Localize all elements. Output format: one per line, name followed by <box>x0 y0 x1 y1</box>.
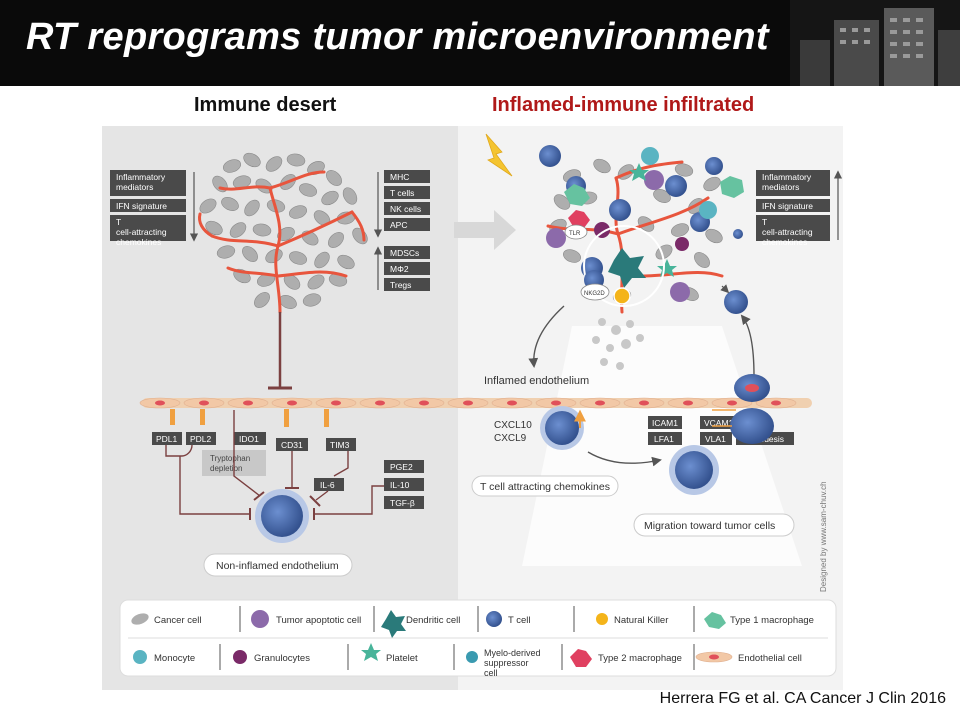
legend: Cancer cell Tumor apoptotic cell Dendrit… <box>119 599 837 678</box>
inflamed-endothelium-label: Inflamed endothelium <box>484 375 589 387</box>
label-tim3: TIM3 <box>330 440 350 450</box>
label-tgfb: TGF-β <box>390 498 415 508</box>
label-pdl1: PDL1 <box>156 434 178 444</box>
natural-killer-icon <box>613 287 631 305</box>
label-mdscs: MDSCs <box>390 248 419 258</box>
label-ido1: IDO1 <box>239 434 259 444</box>
endothelium-layer <box>139 397 812 409</box>
type2-macrophage-icon <box>570 649 592 667</box>
nkg2d-label: NKG2D <box>584 291 605 297</box>
radiation-lightning-icon <box>485 133 513 177</box>
label-t-cells: T cells <box>390 188 414 198</box>
inflamed-tumor: TLR NKG2D <box>539 145 748 370</box>
legend-platelet: Platelet <box>386 653 418 664</box>
legend-monocyte: Monocyte <box>154 653 195 664</box>
label-vcam1: VCAM1 <box>704 418 734 428</box>
legend-tcell-icon <box>486 611 502 627</box>
legend-type2-macrophage: Type 2 macrophage <box>598 653 682 664</box>
label-pge2: PGE2 <box>390 462 413 472</box>
label-tregs: Tregs <box>390 280 411 290</box>
slide-title: RT reprograms tumor microenvironment <box>26 16 769 58</box>
label-lfa1: LFA1 <box>654 434 674 444</box>
legend-natural-killer: Natural Killer <box>614 615 668 626</box>
legend-tumor-apoptotic-cell: Tumor apoptotic cell <box>276 615 361 626</box>
label-vla1: VLA1 <box>705 434 726 444</box>
designer-credit: Designed by www.sam-chuv.ch <box>819 481 828 592</box>
label-cd31: CD31 <box>281 440 303 450</box>
label-cxcl9: CXCL9 <box>494 433 527 444</box>
tumor-apoptotic-cell-icon <box>251 610 269 628</box>
transition-arrow-icon <box>454 210 516 250</box>
label-pdl2: PDL2 <box>190 434 212 444</box>
right-lower-section: CXCL10 CXCL9 T cell attracting chemokine… <box>471 374 828 592</box>
citation: Herrera FG et al. CA Cancer J Clin 2016 <box>659 690 946 707</box>
platelet-icon <box>361 643 381 661</box>
monocyte-icon <box>133 650 147 664</box>
label-m2-macrophage: MΦ2 <box>390 264 409 274</box>
legend-dendritic-cell: Dendritic cell <box>406 615 460 626</box>
legend-natural-killer-icon <box>596 613 608 625</box>
migration-caption: Migration toward tumor cells <box>644 520 775 532</box>
cancer-cell-icon <box>131 613 149 625</box>
legend-cancer-cell: Cancer cell <box>154 615 202 626</box>
legend-granulocytes: Granulocytes <box>254 653 310 664</box>
dendritic-cell-icon <box>608 248 646 288</box>
legend-t-cell: T cell <box>508 615 531 626</box>
type1-macrophage-icon <box>704 612 726 629</box>
legend-dendritic-cell-icon <box>381 610 406 638</box>
label-ifn-signature-right: IFN signature <box>762 201 813 211</box>
immune-desert-heading: Immune desert <box>194 94 337 116</box>
title-banner: RT reprograms tumor microenvironment <box>0 0 960 86</box>
granulocyte-icon <box>233 650 247 664</box>
label-il6: IL-6 <box>320 480 335 490</box>
label-il10: IL-10 <box>390 480 410 490</box>
left-cell-counts: MHC T cells NK cells APC MDSCs MΦ2 Tregs <box>373 170 430 291</box>
non-inflamed-endothelium-label: Non-inflamed endothelium <box>216 560 339 572</box>
immune-desert-tumor <box>198 152 368 390</box>
legend-endothelial-cell: Endothelial cell <box>738 653 802 664</box>
tlr-label: TLR <box>569 231 581 237</box>
label-apc: APC <box>390 220 407 230</box>
label-mhc: MHC <box>390 172 409 182</box>
label-nk-cells: NK cells <box>390 204 421 214</box>
label-cxcl10: CXCL10 <box>494 420 532 431</box>
label-ifn-signature-left: IFN signature <box>116 201 167 211</box>
city-skyline-image <box>790 0 960 86</box>
mdsc-icon <box>466 651 478 663</box>
tcell-chemokine-caption: T cell attracting chemokines <box>480 481 610 493</box>
inflamed-heading: Inflamed-immune infiltrated <box>492 94 755 116</box>
legend-type1-macrophage: Type 1 macrophage <box>730 615 814 626</box>
label-icam1: ICAM1 <box>652 418 678 428</box>
